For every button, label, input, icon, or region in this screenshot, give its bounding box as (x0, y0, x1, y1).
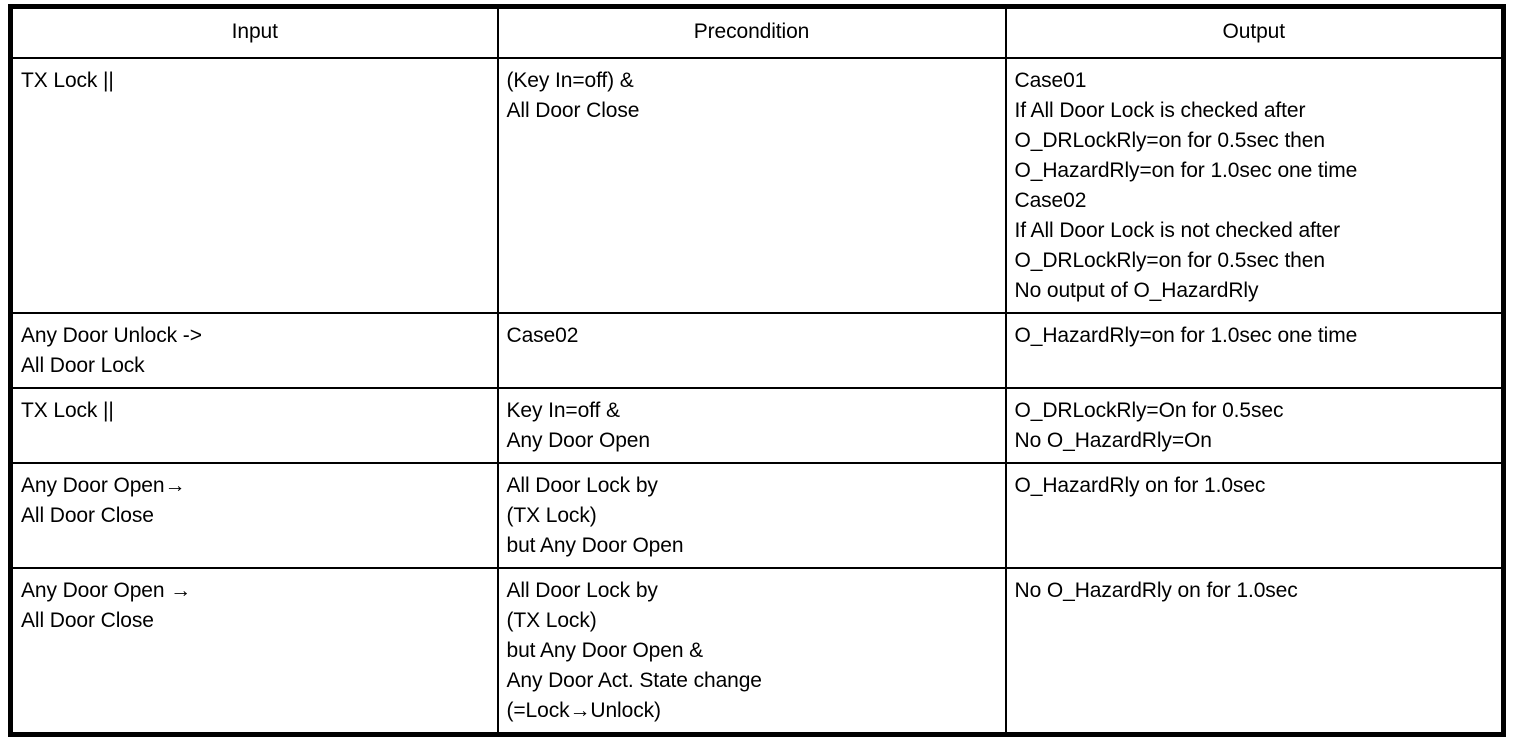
cell-output-text: No O_HazardRly on for 1.0sec (1014, 579, 1298, 602)
cell-precondition: All Door Lock by (TX Lock) but Any Door … (496, 567, 1007, 736)
table-row: Any Door Unlock -> All Door Lock Case02 … (9, 312, 1505, 389)
cell-precondition-text: Key In=off & Any Door Open (506, 399, 651, 452)
table-row: TX Lock || (Key In=off) & All Door Close… (9, 57, 1505, 314)
cell-input-text: Any Door Open → All Door Close (21, 579, 192, 632)
table-row: Any Door Open→ All Door Close All Door L… (9, 462, 1505, 569)
table-row: TX Lock || Key In=off & Any Door Open O_… (9, 387, 1505, 464)
cell-precondition-text: All Door Lock by (TX Lock) but Any Door … (506, 579, 762, 722)
column-header-input: Input (9, 5, 499, 59)
cell-input-text: Any Door Unlock -> All Door Lock (21, 324, 202, 377)
cell-input-text: TX Lock || (21, 399, 114, 422)
page-canvas: Input Precondition Output TX Lock || (Ke… (8, 4, 1506, 737)
cell-input: Any Door Unlock -> All Door Lock (9, 312, 499, 389)
cell-output: O_HazardRly=on for 1.0sec one time (1004, 312, 1505, 389)
cell-input: Any Door Open→ All Door Close (9, 462, 499, 569)
cell-precondition-text: Case02 (506, 324, 579, 347)
cell-input-text: TX Lock || (21, 69, 114, 92)
cell-input: TX Lock || (9, 387, 499, 464)
cell-output: O_HazardRly on for 1.0sec (1004, 462, 1505, 569)
column-header-precondition-label: Precondition (693, 20, 810, 43)
cell-precondition-text: All Door Lock by (TX Lock) but Any Door … (506, 474, 684, 557)
cell-precondition: Case02 (496, 312, 1007, 389)
cell-precondition: All Door Lock by (TX Lock) but Any Door … (496, 462, 1007, 569)
table-row: Any Door Open → All Door Close All Door … (9, 567, 1505, 736)
requirements-table: Input Precondition Output TX Lock || (Ke… (8, 4, 1506, 737)
cell-input: TX Lock || (9, 57, 499, 314)
cell-output-text: O_HazardRly on for 1.0sec (1014, 474, 1266, 497)
table-header: Input Precondition Output (9, 5, 1505, 59)
column-header-precondition: Precondition (496, 5, 1007, 59)
cell-precondition: Key In=off & Any Door Open (496, 387, 1007, 464)
column-header-output: Output (1004, 5, 1505, 59)
table-body: TX Lock || (Key In=off) & All Door Close… (9, 57, 1505, 736)
cell-output: Case01 If All Door Lock is checked after… (1004, 57, 1505, 314)
table-header-row: Input Precondition Output (9, 5, 1505, 59)
cell-output-text: O_HazardRly=on for 1.0sec one time (1014, 324, 1358, 347)
cell-output-text: Case01 If All Door Lock is checked after… (1014, 69, 1358, 302)
column-header-output-label: Output (1222, 20, 1286, 43)
cell-input-text: Any Door Open→ All Door Close (21, 474, 186, 527)
cell-precondition: (Key In=off) & All Door Close (496, 57, 1007, 314)
cell-input: Any Door Open → All Door Close (9, 567, 499, 736)
cell-output-text: O_DRLockRly=On for 0.5sec No O_HazardRly… (1014, 399, 1284, 452)
cell-output: O_DRLockRly=On for 0.5sec No O_HazardRly… (1004, 387, 1505, 464)
column-header-input-label: Input (231, 20, 278, 43)
cell-precondition-text: (Key In=off) & All Door Close (506, 69, 640, 122)
cell-output: No O_HazardRly on for 1.0sec (1004, 567, 1505, 736)
